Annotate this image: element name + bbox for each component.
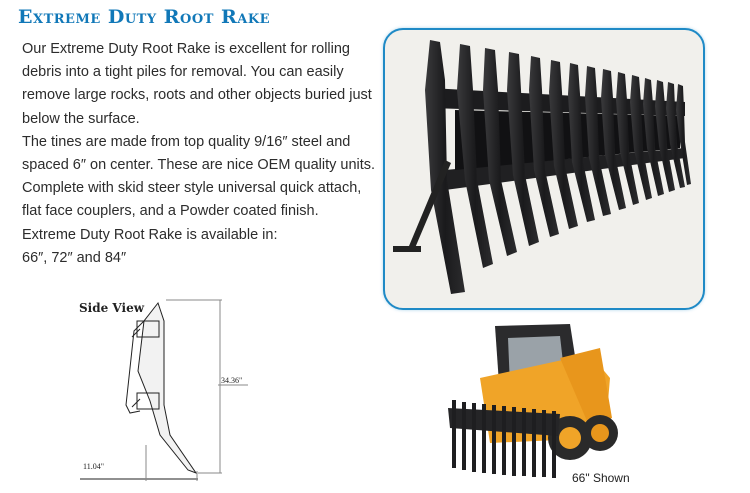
loader-caption: 66" Shown [572,471,630,485]
description-paragraph-1: Our Extreme Duty Root Rake is excellent … [22,41,372,127]
root-rake-image [393,40,691,294]
available-sizes: 66″, 72″ and 84″ [22,249,127,266]
description-paragraph-2: The tines are made from top quality 9/16… [22,133,376,220]
availability-label: Extreme Duty Root Rake is available in: [22,226,278,243]
height-dimension: 34.36" [221,376,243,385]
width-dimension: 11.04" [83,462,104,471]
side-view-label: Side View [79,301,145,315]
page-title: Extreme Duty Root Rake [18,6,271,28]
product-photo-frame [383,28,705,310]
product-description: Our Extreme Duty Root Rake is excellent … [22,38,382,270]
side-view-diagram [80,299,248,481]
skid-steer-image [448,324,618,478]
